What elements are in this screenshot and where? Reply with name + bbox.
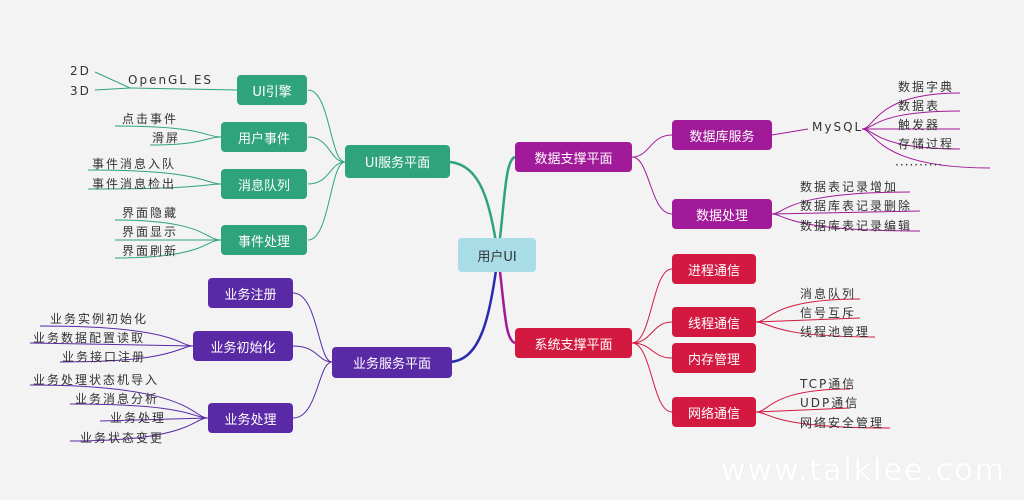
leaf-opengl-es: OpenGL ES (128, 73, 214, 87)
leaf-biz-state-machine: 业务处理状态机导入 (33, 373, 160, 387)
event-handling-node[interactable]: 事件处理 (221, 225, 307, 255)
leaf-ellipsis: ·········· (895, 158, 944, 172)
watermark-text: www.talklee.com (720, 453, 1006, 488)
link-root-ui (449, 160, 500, 256)
leaf-biz-config-read: 业务数据配置读取 (33, 331, 146, 345)
leaf-3d: 3D (70, 84, 91, 98)
leaf-ui-refresh: 界面刷新 (122, 244, 179, 258)
data-links (631, 92, 991, 232)
data-processing-node[interactable]: 数据处理 (672, 199, 772, 229)
ui-engine-node[interactable]: UI引擎 (237, 75, 307, 105)
leaf-record-edit: 数据库表记录编辑 (800, 219, 913, 233)
leaf-biz-message-analysis: 业务消息分析 (75, 392, 160, 406)
leaf-stored-procedure: 存储过程 (898, 137, 955, 151)
root-node[interactable]: 用户UI (458, 238, 536, 272)
leaf-2d: 2D (70, 64, 91, 78)
message-queue-node[interactable]: 消息队列 (221, 169, 307, 199)
ui-links (87, 71, 346, 259)
process-comm-node[interactable]: 进程通信 (672, 254, 756, 284)
biz-service-plane-node[interactable]: 业务服务平面 (332, 347, 452, 378)
leaf-mysql: MySQL (812, 120, 864, 134)
biz-register-node[interactable]: 业务注册 (208, 278, 293, 308)
leaf-event-enqueue: 事件消息入队 (92, 157, 177, 171)
memory-mgmt-node[interactable]: 内存管理 (672, 343, 756, 373)
db-service-node[interactable]: 数据库服务 (672, 120, 772, 150)
sys-links (631, 268, 891, 429)
leaf-tcp: TCP通信 (800, 377, 857, 391)
leaf-thread-pool: 线程池管理 (800, 325, 871, 339)
biz-process-node[interactable]: 业务处理 (208, 403, 293, 433)
network-comm-node[interactable]: 网络通信 (672, 397, 756, 427)
biz-init-node[interactable]: 业务初始化 (193, 331, 293, 361)
leaf-biz-processing: 业务处理 (110, 411, 167, 425)
leaf-data-dictionary: 数据字典 (898, 80, 955, 94)
leaf-record-delete: 数据库表记录删除 (800, 199, 913, 213)
leaf-ui-hide: 界面隐藏 (122, 206, 179, 220)
thread-comm-node[interactable]: 线程通信 (672, 307, 756, 337)
leaf-click-event: 点击事件 (122, 112, 179, 126)
user-event-node[interactable]: 用户事件 (221, 122, 307, 152)
leaf-biz-state-change: 业务状态变更 (80, 431, 165, 445)
leaf-ui-show: 界面显示 (122, 225, 179, 239)
leaf-signal-mutex: 信号互斥 (800, 306, 857, 320)
leaf-event-dequeue: 事件消息检出 (92, 177, 177, 191)
leaf-swipe: 滑屏 (152, 131, 181, 145)
leaf-udp: UDP通信 (800, 396, 860, 410)
sys-support-plane-node[interactable]: 系统支撑平面 (515, 328, 632, 358)
leaf-data-table: 数据表 (898, 99, 941, 113)
leaf-net-security: 网络安全管理 (800, 416, 885, 430)
data-support-plane-node[interactable]: 数据支撑平面 (515, 142, 632, 172)
link-root-biz (449, 254, 500, 364)
leaf-biz-interface-register: 业务接口注册 (62, 350, 147, 364)
leaf-message-queue: 消息队列 (800, 287, 857, 301)
leaf-record-add: 数据表记录增加 (800, 180, 899, 194)
leaf-trigger: 触发器 (898, 118, 941, 132)
ui-service-plane-node[interactable]: UI服务平面 (345, 145, 450, 178)
biz-links (29, 292, 333, 442)
leaf-biz-instance-init: 业务实例初始化 (50, 312, 149, 326)
